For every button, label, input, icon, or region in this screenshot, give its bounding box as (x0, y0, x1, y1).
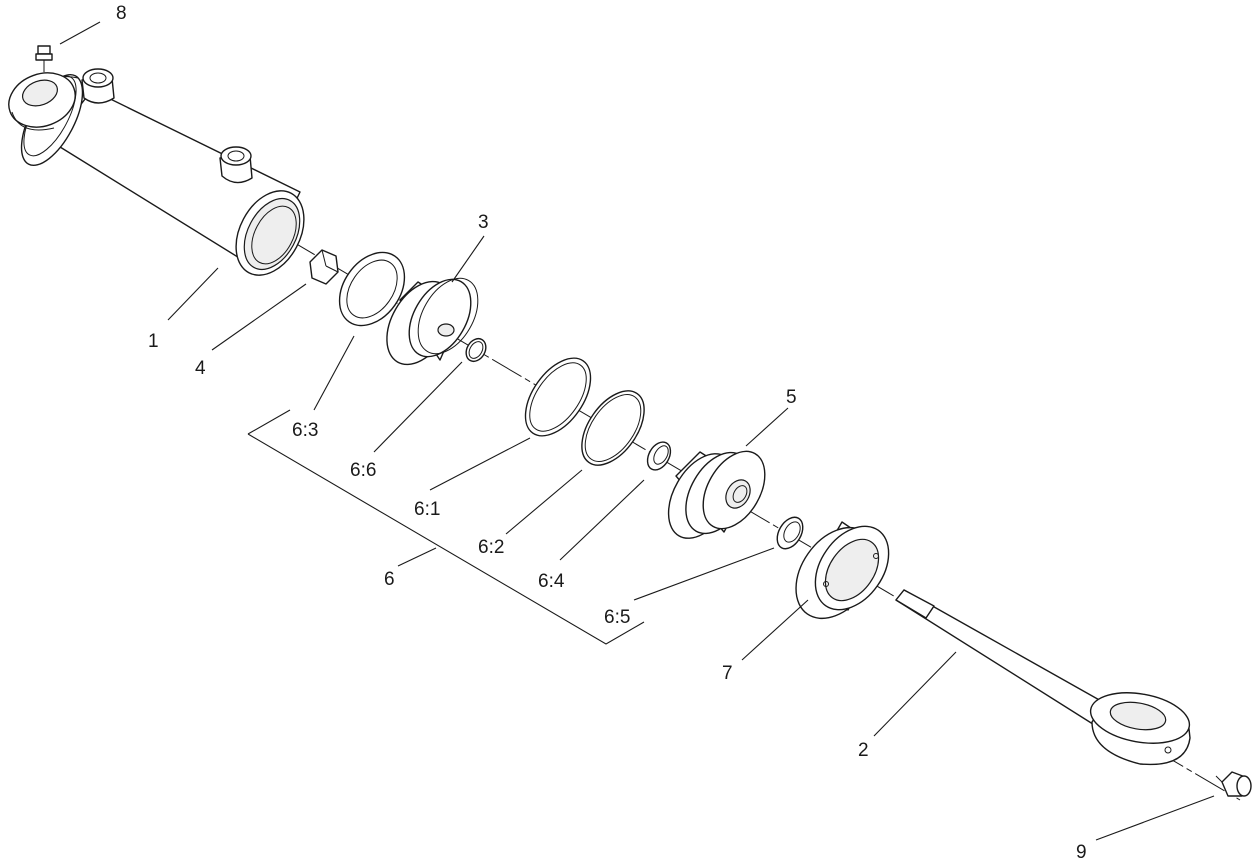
callout-5: 5 (786, 387, 797, 408)
part-8-grease-fitting (35, 45, 53, 72)
leader-1 (167, 267, 219, 321)
part-6-3-piston-seal (338, 251, 406, 327)
callout-8: 8 (116, 3, 127, 24)
leader-7 (741, 599, 809, 661)
leader-4 (211, 283, 307, 351)
callout-6-6: 6:6 (350, 460, 376, 481)
part-7-retaining-cap (795, 521, 890, 620)
callout-6-3: 6:3 (292, 420, 318, 441)
callout-9: 9 (1076, 842, 1087, 863)
leader-2 (873, 651, 957, 737)
leader-3 (451, 235, 485, 283)
part-6-2-o-ring (581, 390, 645, 466)
part-6-6-inner-o-ring (465, 337, 487, 363)
callout-6: 6 (384, 569, 395, 590)
callout-6-4: 6:4 (538, 571, 565, 592)
part-6-5-rod-seal (776, 516, 804, 550)
callout-1: 1 (148, 331, 159, 352)
leader-6-4 (559, 479, 645, 561)
callout-4: 4 (195, 358, 206, 379)
leader-6-1 (429, 437, 531, 491)
leader-6-5 (633, 547, 775, 601)
part-6-4-wiper (646, 441, 672, 471)
leader-6-3 (313, 335, 355, 411)
callout-3: 3 (478, 212, 489, 233)
part-4-hex-nut (309, 249, 339, 285)
callout-6-2: 6:2 (478, 537, 504, 558)
callout-7: 7 (722, 663, 733, 684)
seal-kit-bracket (247, 409, 645, 645)
leader-8 (59, 21, 101, 45)
leader-lines (59, 21, 1215, 841)
part-2-piston-rod (895, 589, 1191, 766)
leader-9 (1095, 795, 1215, 841)
part-3-piston (386, 277, 479, 366)
part-6-1-seal-ring (524, 357, 592, 437)
part-9-angled-grease-fitting (1215, 771, 1252, 797)
callout-6-1: 6:1 (414, 499, 440, 520)
leader-6-6 (373, 361, 463, 453)
part-5-gland (667, 450, 766, 539)
callout-2: 2 (858, 740, 869, 761)
part-1-cylinder-barrel (8, 68, 305, 276)
leader-5 (745, 407, 789, 447)
callout-6-5: 6:5 (604, 607, 630, 628)
leader-6-2 (505, 469, 583, 535)
callout-labels: 8 1 4 3 6:3 6:6 6:1 6:2 6:4 5 6 6:5 7 2 … (116, 3, 1087, 863)
